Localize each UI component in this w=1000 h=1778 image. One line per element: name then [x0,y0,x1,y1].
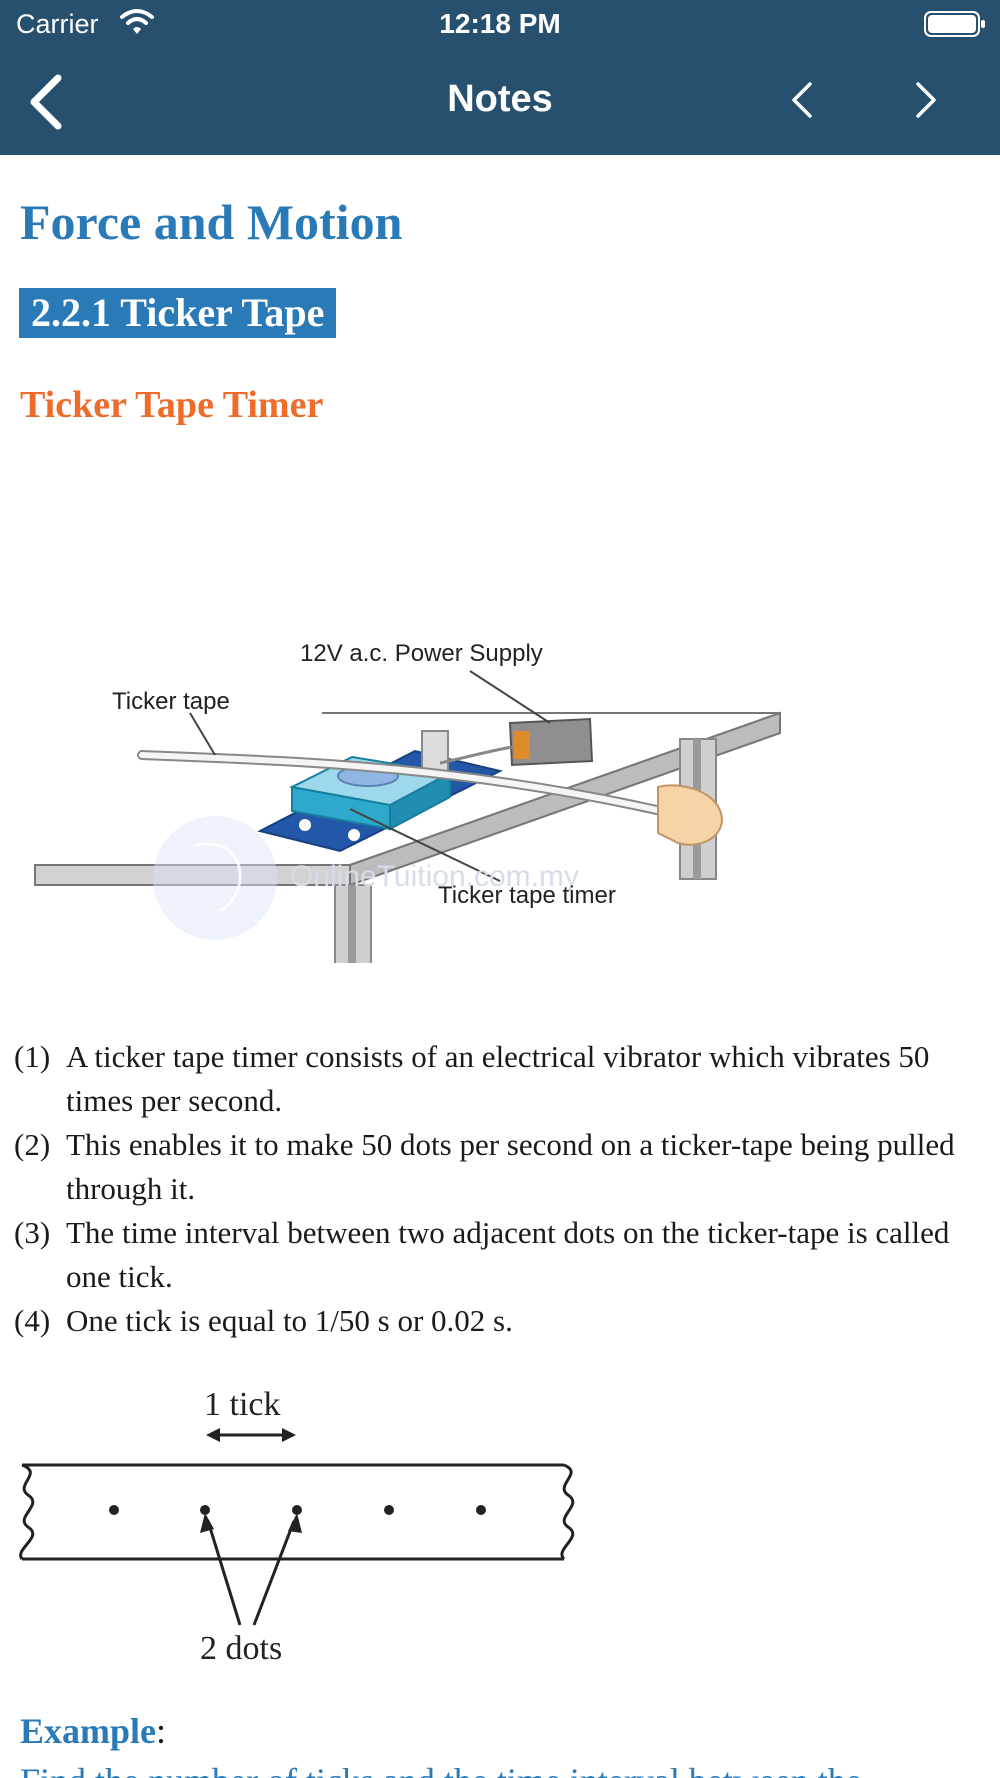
list-item: (3) The time interval between two adjacen… [14,1211,974,1299]
label-two-dots: 2 dots [200,1630,282,1667]
list-item: (4) One tick is equal to 1/50 s or 0.02 s… [14,1299,974,1343]
list-item: (2) This enables it to make 50 dots per s… [14,1123,974,1211]
label-ticker-tape: Ticker tape [112,688,230,715]
label-power-supply: 12V a.c. Power Supply [300,640,543,667]
list-text: One tick is equal to 1/50 s or 0.02 s. [66,1303,513,1338]
tick-diagram: 1 tick 2 dots [19,1386,575,1667]
status-time: 12:18 PM [439,8,561,39]
wifi-icon [120,9,154,34]
chevron-right-icon [916,82,936,118]
top-bar: Carrier 12:18 PM Notes [0,0,1000,155]
navigation-bar: Notes [0,50,1000,155]
list-text: A ticker tape timer consists of an elect… [66,1039,930,1118]
example-heading: Example: [20,1710,166,1752]
list-text: This enables it to make 50 dots per seco… [66,1127,955,1206]
page-title: Notes [447,78,553,120]
list-text: The time interval between two adjacent d… [66,1215,950,1294]
watermark-text: OnlineTuition.com.my [290,860,579,893]
label-ticker-tape-timer: Ticker tape timer [438,882,616,909]
chevron-left-icon [792,82,812,118]
explanation-list: (1) A ticker tape timer consists of an el… [14,1035,974,1343]
example-colon: : [156,1711,167,1751]
example-label: Example [20,1711,157,1751]
list-number: (2) [14,1127,51,1162]
next-note-button[interactable] [896,70,956,130]
list-number: (4) [14,1303,51,1338]
list-item: (1) A ticker tape timer consists of an el… [14,1035,974,1123]
previous-note-button[interactable] [772,70,832,130]
notes-content[interactable]: Force and Motion 2.2.1 Ticker Tape Ticke… [0,155,1000,1778]
chevron-left-icon [30,74,62,130]
subsection-heading: Ticker Tape Timer [20,384,324,426]
section-heading: 2.2.1 Ticker Tape [19,288,337,338]
example-question-text: Find the number of ticks and the time in… [20,1760,862,1778]
chapter-title: Force and Motion [20,194,403,250]
carrier-label: Carrier [16,9,99,39]
status-bar: Carrier 12:18 PM [0,0,1000,50]
label-one-tick: 1 tick [204,1386,280,1423]
list-number: (3) [14,1215,51,1250]
back-button[interactable] [20,70,80,130]
ticker-tape-timer-figure: OnlineTuition.com.my 12V a.c. Power Supp… [34,640,781,963]
battery-icon [924,11,985,37]
list-number: (1) [14,1039,51,1074]
